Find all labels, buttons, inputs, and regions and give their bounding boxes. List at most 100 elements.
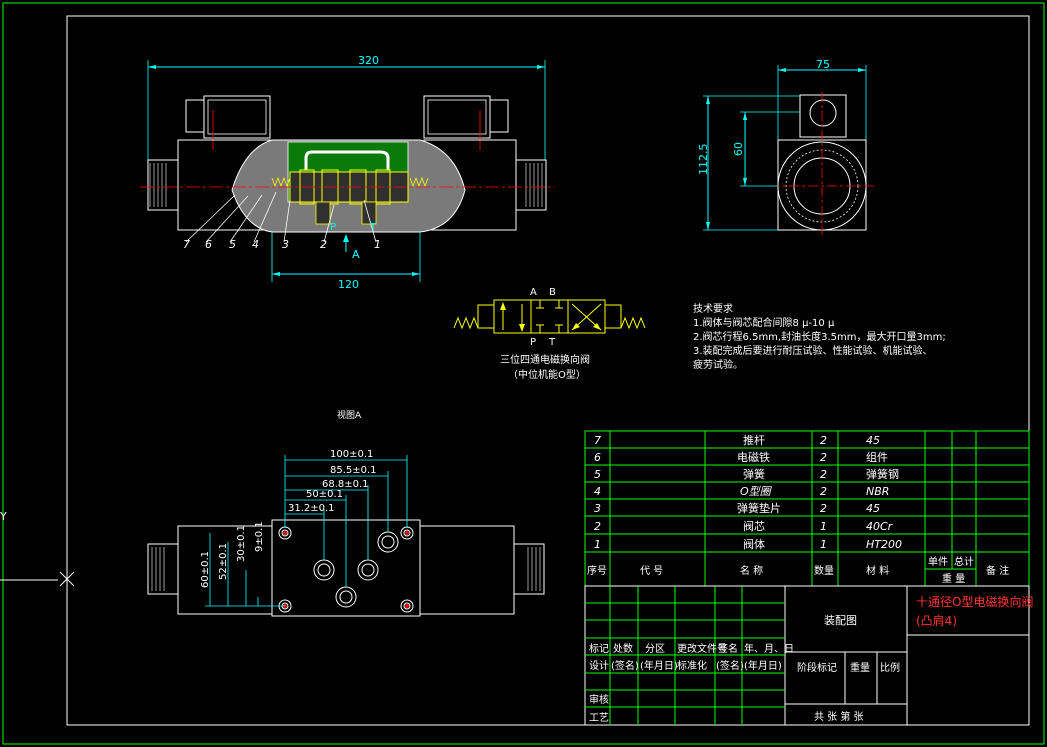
svg-text:更改文件号: 更改文件号 [677,642,727,655]
svg-text:2: 2 [820,468,827,481]
callout-1: 1 [374,238,381,251]
tech-line-2: 2.阀芯行程6.5mm,封油长度3.5mm，最大开口量3mm; [693,330,946,343]
bom-row: 2 阀芯 1 40Cr [594,519,894,533]
technical-requirements: 技术要求 1.阀体与阀芯配合间隙8 μ-10 μ 2.阀芯行程6.5mm,封油长… [693,302,946,371]
svg-text:重量: 重量 [850,661,870,674]
svg-text:组件: 组件 [866,450,888,464]
svg-text:弹簧钢: 弹簧钢 [866,467,899,481]
svg-text:3: 3 [594,502,601,515]
dim-85-5: 85.5±0.1 [330,465,377,476]
bom-row: 7 推杆 2 45 [594,433,880,447]
symbol-port-P: P [530,337,536,348]
bom-row: 5 弹簧 2 弹簧钢 [594,467,899,481]
svg-text:(年月日): (年月日) [744,659,782,672]
dim-52: 52±0.1 [218,543,229,580]
dim-31-2: 31.2±0.1 [288,503,335,514]
svg-text:O型圈: O型圈 [740,485,773,498]
tech-title: 技术要求 [693,302,733,315]
svg-text:单件: 单件 [928,556,948,568]
svg-text:45: 45 [866,502,880,515]
svg-text:1: 1 [820,520,827,533]
symbol-port-T: T [548,337,556,348]
svg-text:45: 45 [866,434,880,447]
drawing-name: 装配图 [824,614,857,627]
side-view[interactable]: 75 112.5 60 [697,58,874,235]
right-knob [515,159,547,211]
svg-text:NBR: NBR [866,485,889,498]
dim-50: 50±0.1 [306,489,343,500]
symbol-port-A: A [530,287,537,298]
svg-text:弹簧垫片: 弹簧垫片 [737,501,781,515]
svg-text:2: 2 [820,502,827,515]
svg-text:备 注: 备 注 [986,564,1009,577]
dim-60: 60±0.1 [200,551,211,588]
callout-5: 5 [229,238,236,251]
dim-68-8: 68.8±0.1 [322,479,369,490]
ucs-icon: Y [0,510,75,587]
bottom-right-solenoid [419,525,515,615]
drawing-title-2: (凸肩4) [916,613,957,628]
svg-text:2: 2 [820,434,827,447]
sheet-count: 共 张 第 张 [814,710,864,723]
callout-4: 4 [252,238,259,251]
left-knob [147,159,179,211]
svg-text:审核: 审核 [589,693,609,706]
dim-100: 100±0.1 [330,449,373,460]
svg-text:(签名): (签名) [611,659,639,672]
bom-row: 1 阀体 1 HT200 [594,537,902,551]
dim-text-75: 75 [816,58,830,71]
svg-text:比例: 比例 [880,661,900,674]
svg-text:(年月日): (年月日) [640,659,678,672]
tech-line-3: 3.装配完成后要进行耐压试验、性能试验、机能试验、 [693,344,933,357]
dim-30: 30±0.1 [236,525,247,562]
inner-frame [66,15,1030,726]
svg-text:标准化: 标准化 [677,659,707,672]
svg-text:阶段标记: 阶段标记 [797,661,837,674]
callout-2: 2 [320,238,327,251]
callout-7: 7 [183,238,190,251]
svg-text:6: 6 [594,451,601,464]
svg-text:年、月、日: 年、月、日 [744,642,794,655]
svg-text:序号: 序号 [587,564,607,577]
svg-text:HT200: HT200 [866,538,902,551]
title-block[interactable]: 装配图 十通径O型电磁换向阀 (凸肩4) 标记 处数 分区 更改文件号 签名 年… [584,585,1033,726]
svg-text:4: 4 [594,485,601,498]
svg-text:5: 5 [594,468,601,481]
svg-text:1: 1 [820,538,827,551]
bottom-view-A[interactable]: 视图A [147,409,545,617]
port-T: T [369,222,377,233]
side-connector [799,94,847,138]
svg-text:(签名): (签名) [716,659,744,672]
port-P: P [330,222,336,233]
svg-text:7: 7 [594,434,601,447]
callout-6: 6 [205,238,212,251]
dim-9: 9±0.1 [254,521,265,552]
svg-text:电磁铁: 电磁铁 [737,451,770,464]
svg-text:重 量: 重 量 [942,572,965,585]
svg-text:分区: 分区 [645,643,665,655]
front-section-view[interactable]: 320 [140,54,555,291]
svg-text:弹簧: 弹簧 [743,467,765,481]
left-connector [185,99,205,133]
bom-row: 6 电磁铁 2 组件 [594,450,888,464]
right-connector [489,99,509,133]
svg-text:2: 2 [820,485,827,498]
svg-text:阀芯: 阀芯 [743,519,765,533]
hydraulic-symbol[interactable]: A B P T 三位四通电磁换向阀 （中位机能O型） [453,287,646,381]
svg-text:40Cr: 40Cr [866,520,894,533]
symbol-port-B: B [549,287,556,298]
svg-text:数量: 数量 [814,564,834,577]
svg-text:标记: 标记 [589,643,609,655]
svg-text:阀体: 阀体 [743,537,765,551]
dim-text-320: 320 [358,54,379,67]
view-A-label: 视图A [337,409,362,421]
view-arrow-A: A [352,248,360,261]
svg-text:签名: 签名 [718,642,738,655]
bill-of-materials[interactable]: 7 推杆 2 45 6 电磁铁 2 组件 5 弹簧 2 弹簧钢 4 O型圈 2 [584,430,1030,587]
svg-text:总计: 总计 [954,555,974,568]
svg-text:推杆: 推杆 [743,433,765,447]
svg-text:处数: 处数 [613,642,633,655]
svg-text:2: 2 [594,520,601,533]
